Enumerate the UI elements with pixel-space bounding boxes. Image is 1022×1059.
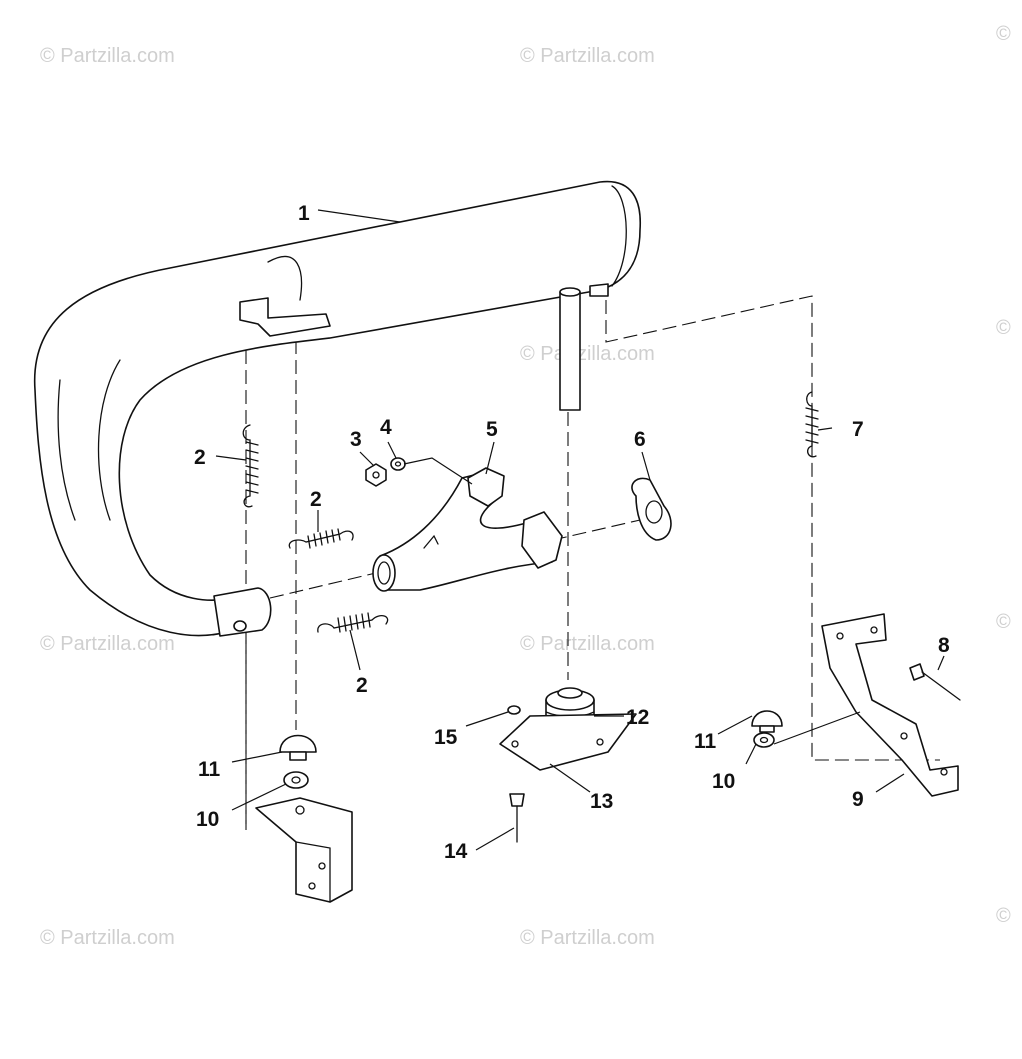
callouts: 1 2 2 2 3 4 5 6 7 8 9 10 10 11 11 12 13 … <box>194 202 950 863</box>
watermark: © Partzilla.com <box>520 45 655 67</box>
grommet <box>751 710 783 733</box>
grommet <box>279 734 317 761</box>
watermark: © Partzilla.com <box>40 633 175 655</box>
assembly-lines <box>245 295 940 830</box>
washer <box>390 457 406 471</box>
rivet <box>909 663 961 701</box>
exhaust-manifold <box>372 467 563 592</box>
watermark: © <box>996 317 1011 339</box>
leader-lines <box>215 209 945 851</box>
callout-10: 10 <box>712 770 735 793</box>
callout-7: 7 <box>852 418 864 441</box>
watermark: © <box>996 23 1011 45</box>
callout-2: 2 <box>310 488 322 511</box>
callout-13: 13 <box>590 790 613 813</box>
callout-1: 1 <box>298 202 310 225</box>
washer <box>753 732 775 748</box>
watermark: © <box>996 611 1011 633</box>
callout-15: 15 <box>434 726 458 749</box>
exhaust-spring <box>805 391 819 458</box>
nut <box>365 463 387 487</box>
exhaust-spring <box>242 424 259 508</box>
mount-plate <box>499 713 637 771</box>
watermark: © Partzilla.com <box>520 633 655 655</box>
watermark: © Partzilla.com <box>40 927 175 949</box>
callout-9: 9 <box>852 788 864 811</box>
callout-11: 11 <box>694 730 717 753</box>
callout-8: 8 <box>938 634 950 657</box>
callout-12: 12 <box>626 706 649 729</box>
callout-4: 4 <box>380 416 392 439</box>
watermark: © Partzilla.com <box>520 343 655 365</box>
callout-6: 6 <box>634 428 646 451</box>
watermark: © Partzilla.com <box>520 927 655 949</box>
rivet <box>509 793 525 843</box>
callout-5: 5 <box>486 418 498 441</box>
mount-bracket <box>255 797 353 903</box>
exhaust-spring <box>317 612 389 633</box>
washer <box>507 705 521 715</box>
muffler <box>33 180 642 637</box>
callout-2: 2 <box>194 446 206 469</box>
exhaust-spring <box>288 528 354 549</box>
watermarks: © Partzilla.com © Partzilla.com © © Part… <box>40 23 1011 949</box>
callout-2: 2 <box>356 674 368 697</box>
mount-bracket <box>821 613 959 797</box>
watermark: © <box>996 905 1011 927</box>
callout-10: 10 <box>196 808 219 831</box>
callout-14: 14 <box>444 840 468 863</box>
washer <box>283 771 309 789</box>
watermark: © Partzilla.com <box>40 45 175 67</box>
callout-3: 3 <box>350 428 362 451</box>
callout-11: 11 <box>198 758 221 781</box>
exhaust-gasket <box>631 477 672 541</box>
